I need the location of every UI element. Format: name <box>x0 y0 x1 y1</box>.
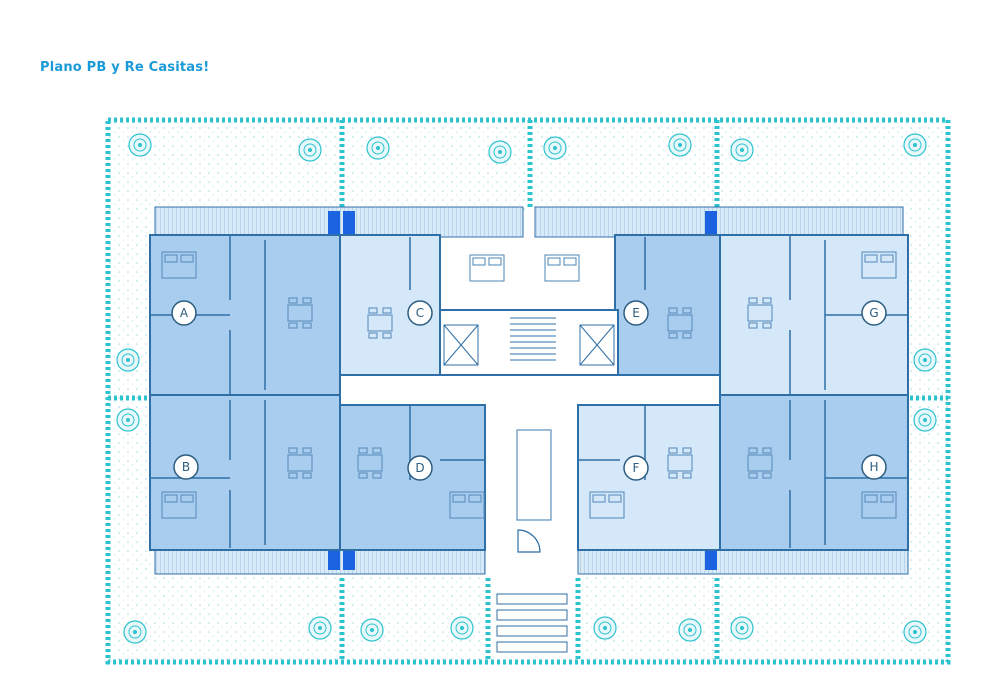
tree-icon <box>668 133 692 157</box>
bed-icon <box>861 251 897 279</box>
tree-icon <box>543 136 567 160</box>
bed-icon <box>469 254 505 282</box>
unit-marker-g[interactable]: G <box>861 300 887 326</box>
entrance-steps <box>496 593 568 653</box>
accent-block <box>328 211 340 235</box>
tree-icon <box>116 408 140 432</box>
deck-bottom-right <box>577 547 909 575</box>
unit-marker-c[interactable]: C <box>407 300 433 326</box>
dining-table-icon <box>667 447 693 479</box>
unit-label-g: G <box>869 306 878 320</box>
unit-label-f: F <box>633 461 640 475</box>
unit-label-b: B <box>182 460 190 474</box>
stairs-icon <box>510 317 556 361</box>
accent-block <box>328 548 340 570</box>
units <box>149 234 909 551</box>
tree-icon <box>298 138 322 162</box>
unit-label-a: A <box>180 306 189 320</box>
dining-table-icon <box>667 307 693 339</box>
dining-table-icon <box>747 297 773 329</box>
unit-marker-e[interactable]: E <box>623 300 649 326</box>
bed-icon <box>544 254 580 282</box>
garden-top-center-left <box>345 122 528 212</box>
unit-label-h: H <box>869 460 878 474</box>
tree-icon <box>308 616 332 640</box>
unit-label-e: E <box>632 306 640 320</box>
bed-icon <box>161 251 197 279</box>
accent-block <box>705 548 717 570</box>
dining-table-icon <box>367 307 393 339</box>
bed-icon <box>589 491 625 519</box>
planter <box>516 429 552 521</box>
door-swing-icon <box>517 529 541 553</box>
unit-marker-f[interactable]: F <box>623 455 649 481</box>
accent-block <box>343 548 355 570</box>
partitions <box>150 235 908 548</box>
garden-top-center-right <box>535 122 715 212</box>
bed-icon <box>861 491 897 519</box>
page-title: Plano PB y Re Casitas! <box>40 60 210 75</box>
unit-marker-b[interactable]: B <box>173 454 199 480</box>
tree-icon <box>593 616 617 640</box>
bed-icon <box>449 491 485 519</box>
bed-icon <box>161 491 197 519</box>
deck-bottom-left <box>154 547 486 575</box>
tree-icon <box>360 618 384 642</box>
tree-icon <box>903 620 927 644</box>
tree-icon <box>730 138 754 162</box>
unit-marker-d[interactable]: D <box>407 455 433 481</box>
tree-icon <box>903 133 927 157</box>
accent-block <box>343 211 355 235</box>
tree-icon <box>116 348 140 372</box>
tree-icon <box>450 616 474 640</box>
tree-icon <box>488 140 512 164</box>
tree-icon <box>913 348 937 372</box>
dining-table-icon <box>287 297 313 329</box>
unit-marker-a[interactable]: A <box>171 300 197 326</box>
unit-label-c: C <box>416 306 424 320</box>
tree-icon <box>128 133 152 157</box>
accent-block <box>705 211 717 235</box>
accents <box>328 211 717 570</box>
dining-tables <box>287 297 773 479</box>
elevator-icon <box>443 324 479 366</box>
unit-labels: A B C D E F G H <box>171 300 887 481</box>
tree-icon <box>678 618 702 642</box>
trees <box>116 133 937 644</box>
deck-top-right <box>534 206 904 238</box>
beds <box>161 251 897 519</box>
dining-table-icon <box>357 447 383 479</box>
dining-table-icon <box>287 447 313 479</box>
dining-table-icon <box>747 447 773 479</box>
unit-f-area <box>577 404 721 551</box>
tree-icon <box>730 616 754 640</box>
circulation <box>439 309 619 653</box>
hedges <box>105 117 951 665</box>
tree-icon <box>123 620 147 644</box>
tree-icon <box>913 408 937 432</box>
tree-icon <box>366 136 390 160</box>
unit-marker-h[interactable]: H <box>861 454 887 480</box>
elevator-icon <box>579 324 615 366</box>
unit-label-d: D <box>415 461 424 475</box>
